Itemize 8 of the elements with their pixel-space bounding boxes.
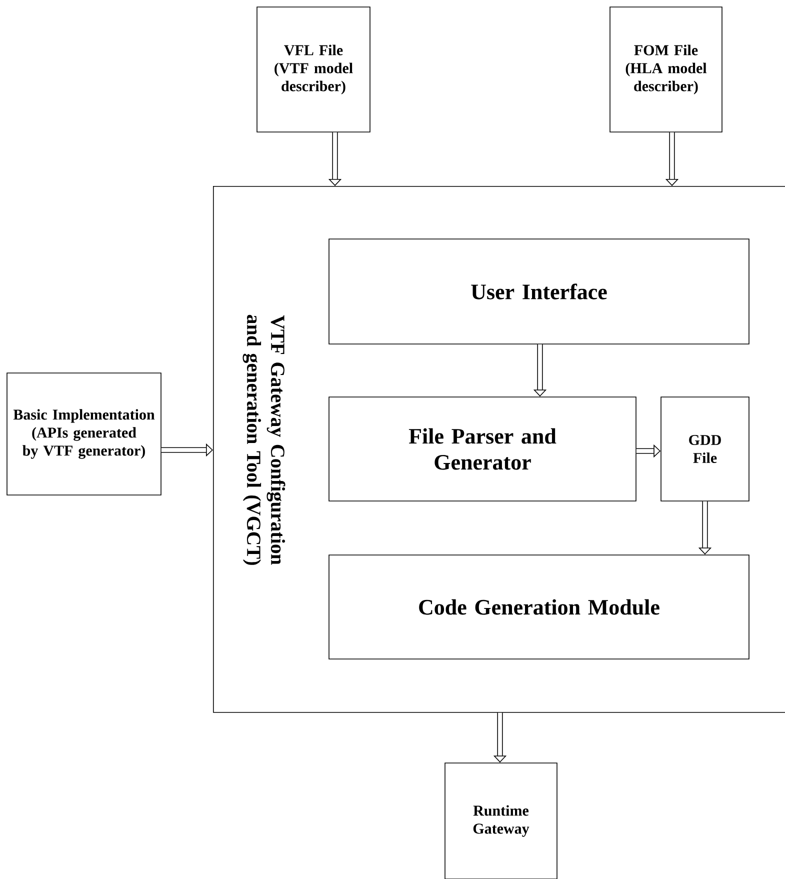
output-box: Runtime Gateway — [444, 762, 558, 879]
input-box: Basic Implementation (APIs generated by VTF generator) — [6, 372, 162, 496]
module-box: File Parser and Generator — [328, 396, 636, 502]
module-box: Code Generation Module — [328, 554, 750, 660]
file-box: GDD File — [660, 396, 750, 502]
file-box: FOM File (HLA model describer) — [610, 6, 722, 132]
file-box: VFL File (VTF model describer) — [256, 6, 370, 132]
module-box: User Interface — [328, 238, 750, 344]
